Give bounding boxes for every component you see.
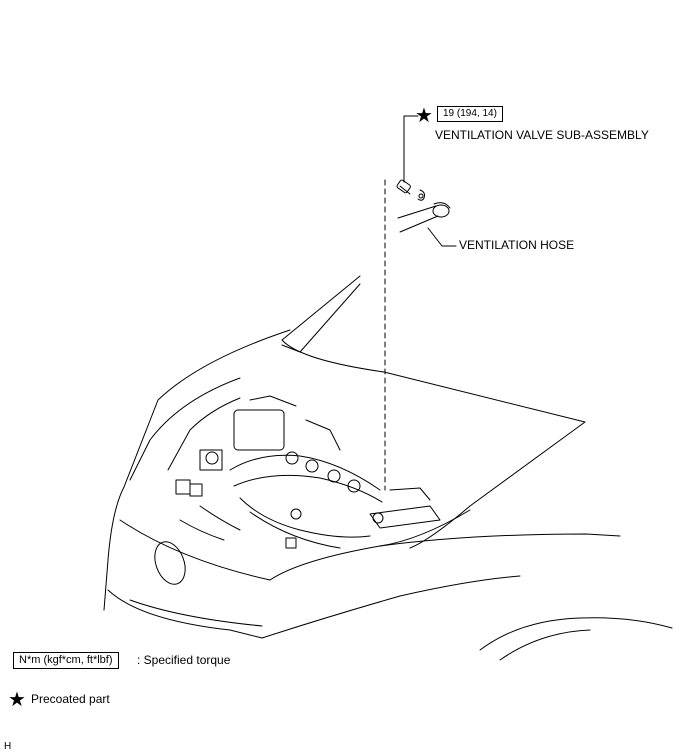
torque-value-box: 19 (194, 14)	[437, 106, 503, 122]
legend-torque-description: : Specified torque	[137, 653, 231, 667]
valve-leader-line	[403, 115, 419, 183]
legend-star-icon: ★	[8, 689, 26, 711]
ventilation-valve-part	[396, 179, 425, 201]
corner-mark: H	[4, 741, 12, 752]
headlight	[154, 541, 186, 585]
legend-precoat-description: Precoated part	[31, 692, 110, 706]
star-icon: ★	[415, 105, 433, 127]
engine-components	[167, 395, 441, 549]
legend-torque-unit-box: N*m (kgf*cm, ft*lbf)	[13, 652, 119, 669]
hose-label: VENTILATION HOSE	[459, 238, 575, 252]
hood	[281, 275, 586, 549]
vehicle-body	[103, 329, 673, 661]
ventilation-hose-part	[397, 202, 457, 247]
valve-label: VENTILATION VALVE SUB-ASSEMBLY	[435, 128, 649, 142]
